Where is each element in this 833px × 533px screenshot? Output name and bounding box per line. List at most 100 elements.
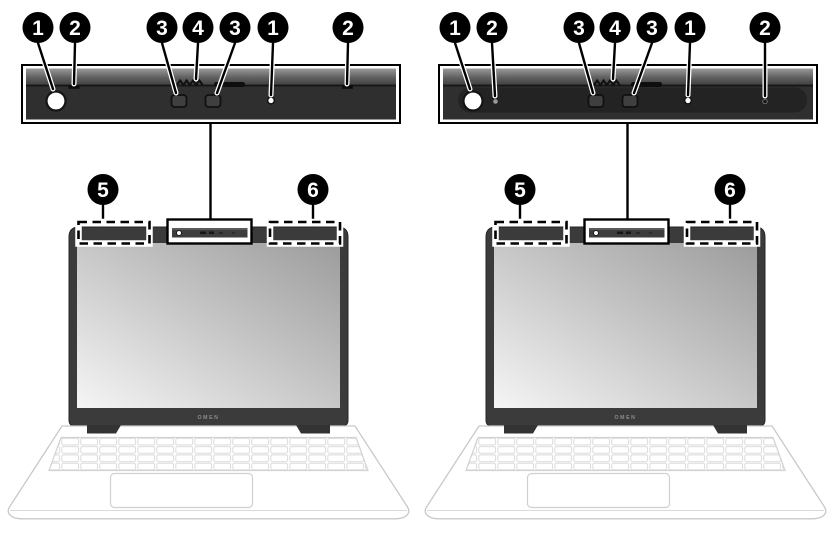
laptop-diagram-right-variant: 1 2 3 4 3 1 2 bbox=[424, 12, 827, 520]
leader-2b bbox=[345, 41, 350, 86]
antenna-region-5 bbox=[77, 220, 151, 245]
leader-4 bbox=[194, 41, 200, 81]
badge-circle bbox=[749, 12, 781, 43]
badge-number: 2 bbox=[759, 17, 771, 40]
leader-4 bbox=[611, 41, 617, 81]
mini-camera-dot bbox=[593, 230, 599, 236]
camera-light-icon bbox=[683, 96, 693, 105]
camera-lens-icon bbox=[462, 90, 484, 112]
callout-badge-1a: 1 bbox=[439, 12, 471, 43]
mini-sensor-mark-4 bbox=[649, 232, 652, 234]
microphone-right-dash bbox=[342, 85, 353, 89]
badge-number: 4 bbox=[609, 17, 621, 40]
callout-badge-6: 6 bbox=[714, 174, 746, 205]
mini-sensor-mark-1 bbox=[200, 231, 206, 234]
badge-number: 3 bbox=[573, 17, 585, 40]
callout-badge-3a: 3 bbox=[146, 12, 178, 43]
laptop-illustration: OMEN bbox=[7, 226, 410, 520]
callout-badge-2b: 2 bbox=[332, 12, 364, 43]
callout-badge-1b: 1 bbox=[674, 12, 706, 43]
callout-badge-4: 4 bbox=[182, 12, 214, 43]
callout-badge-3a: 3 bbox=[563, 12, 595, 43]
mini-sensor-mark-3 bbox=[636, 232, 640, 234]
callout-badge-3b: 3 bbox=[636, 12, 668, 43]
antenna-region-6 bbox=[685, 220, 759, 245]
mini-sensor-mark-1 bbox=[617, 231, 623, 234]
leader-2a bbox=[490, 41, 497, 98]
hinge-left bbox=[504, 425, 538, 434]
display-callout-regions bbox=[492, 218, 761, 247]
leader-1a bbox=[36, 41, 55, 91]
brand-logo: OMEN bbox=[198, 415, 220, 421]
leader-lines bbox=[452, 40, 768, 226]
leader-lines bbox=[35, 40, 351, 226]
mini-sensor-mark-2 bbox=[626, 231, 631, 234]
callout-badge-4: 4 bbox=[599, 12, 631, 43]
callout-badge-6: 6 bbox=[297, 174, 329, 205]
camera-lens-icon bbox=[45, 90, 67, 112]
camera-module-comb-icon bbox=[176, 78, 204, 87]
callout-badge-2b: 2 bbox=[749, 12, 781, 43]
badge-circle bbox=[219, 12, 251, 43]
hinge-right bbox=[713, 425, 747, 434]
leader-1b bbox=[686, 41, 692, 97]
bezel-top-edge bbox=[26, 68, 396, 86]
ir-sensor-right-icon bbox=[204, 94, 222, 108]
badge-number: 5 bbox=[97, 179, 109, 202]
keyboard bbox=[465, 436, 786, 472]
hinge-right bbox=[296, 425, 330, 434]
bezel-closeup bbox=[21, 64, 401, 124]
laptop-diagram-left-variant: 1 2 3 4 3 1 2 bbox=[7, 12, 410, 520]
badge-number: 6 bbox=[307, 179, 319, 202]
leader-3a bbox=[160, 41, 178, 95]
microphone-right-dot bbox=[762, 98, 768, 105]
badge-number: 1 bbox=[32, 17, 44, 40]
brand-logo: OMEN bbox=[615, 415, 637, 421]
badge-circle bbox=[439, 12, 471, 43]
mini-bezel-highlight bbox=[172, 228, 248, 230]
badge-circle bbox=[22, 12, 54, 43]
bezel-closeup bbox=[438, 64, 818, 124]
badge-circle bbox=[636, 12, 668, 43]
camera-light-icon bbox=[266, 96, 276, 105]
leader-2a bbox=[72, 41, 77, 86]
callout-badge-1a: 1 bbox=[22, 12, 54, 43]
badge-number: 3 bbox=[229, 17, 241, 40]
touchpad bbox=[526, 472, 671, 509]
badge-circle bbox=[87, 174, 119, 205]
badge-number: 2 bbox=[486, 17, 498, 40]
callout-badge-1b: 1 bbox=[257, 12, 289, 43]
microphone-left-dash bbox=[68, 85, 80, 89]
badge-number: 1 bbox=[684, 17, 696, 40]
badge-circle bbox=[59, 12, 91, 43]
ir-sensor-left-icon bbox=[587, 94, 605, 108]
callout-badge-3b: 3 bbox=[219, 12, 251, 43]
bezel-edge-divider bbox=[26, 84, 396, 87]
badge-circle bbox=[257, 12, 289, 43]
badge-number: 1 bbox=[267, 17, 279, 40]
hinge-left bbox=[87, 425, 121, 434]
badge-number: 2 bbox=[342, 17, 354, 40]
badge-circle bbox=[504, 174, 536, 205]
mini-bezel-highlight bbox=[589, 228, 665, 230]
mini-sensor-mark-2 bbox=[209, 231, 214, 234]
keyboard bbox=[48, 436, 369, 472]
badge-number: 4 bbox=[192, 17, 204, 40]
badge-circle bbox=[332, 12, 364, 43]
badge-circle bbox=[714, 174, 746, 205]
badge-circle bbox=[563, 12, 595, 43]
bezel-edge-divider bbox=[443, 84, 813, 87]
mini-camera-dot bbox=[176, 230, 182, 236]
badge-number: 5 bbox=[514, 179, 526, 202]
callout-badge-5: 5 bbox=[504, 174, 536, 205]
camera-module-callout-box bbox=[166, 218, 253, 245]
ir-sensor-left-icon bbox=[170, 94, 188, 108]
microphone-left-dot bbox=[493, 99, 498, 104]
callout-badges: 1 2 3 4 3 1 2 bbox=[439, 12, 781, 205]
badge-circle bbox=[297, 174, 329, 205]
callout-badge-2a: 2 bbox=[476, 12, 508, 43]
leader-3b bbox=[215, 41, 237, 95]
badge-number: 3 bbox=[156, 17, 168, 40]
screen bbox=[77, 243, 340, 408]
